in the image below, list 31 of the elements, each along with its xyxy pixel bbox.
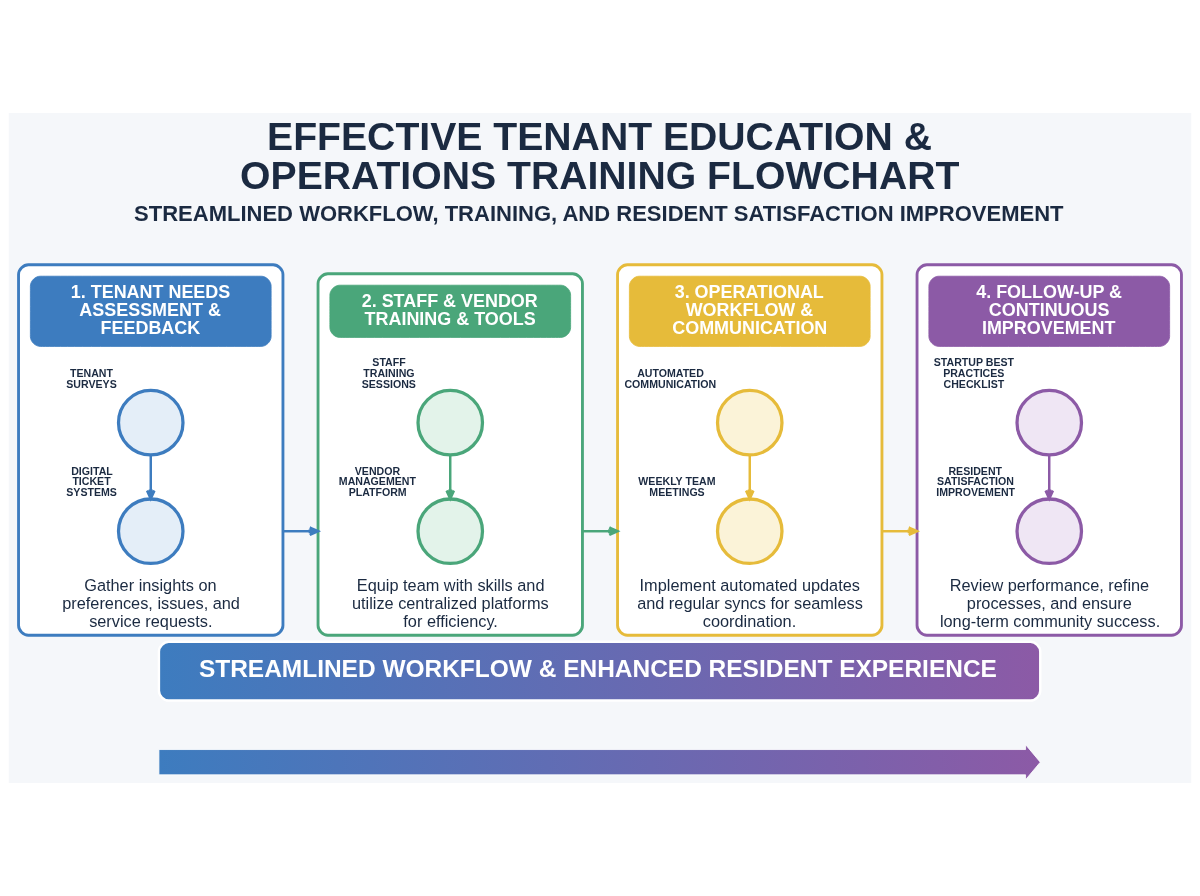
node-circle — [715, 497, 784, 566]
label: STREAMLINED WORKFLOW, TRAINING, AND RESIDENT SATISFACTION IMPROVEMENT — [134, 201, 1064, 227]
node-label: WEEKLY TEAM MEETINGS — [638, 475, 716, 499]
node-label: TENANT SURVEYS — [66, 366, 117, 390]
node-box: 2. STAFF & VENDOR TRAINING & TOOLS — [329, 284, 572, 338]
node-circle — [715, 388, 784, 457]
node-circle — [416, 497, 485, 566]
arrow — [145, 455, 156, 500]
node-box: 3. OPERATIONAL WORKFLOW & COMMUNICATION — [628, 275, 871, 347]
node-circle — [116, 388, 185, 457]
node-circle — [1015, 497, 1084, 566]
node-arrow — [158, 744, 1041, 781]
node-box: STREAMLINED WORKFLOW & ENHANCED RESIDENT EXPERIENCE — [157, 640, 1042, 702]
node-label: STAFF TRAINING SESSIONS — [361, 356, 416, 390]
arrow — [881, 526, 919, 537]
node-circle — [116, 497, 185, 566]
node-label: DIGITAL TICKET SYSTEMS — [66, 464, 117, 499]
node-label: VENDOR MANAGEMENT PLATFORM — [338, 464, 416, 499]
arrow — [445, 455, 456, 500]
arrow — [744, 455, 755, 500]
node-label: RESIDENT SATISFACTION IMPROVEMENT — [936, 464, 1016, 499]
diagram-title: EFFECTIVE TENANT EDUCATION & OPERATIONS TRAINING FLOWCHART — [240, 115, 960, 198]
node-circle — [416, 388, 485, 457]
arrow — [582, 526, 619, 537]
node-circle — [1015, 388, 1084, 457]
node-box: 4. FOLLOW-UP & CONTINUOUS IMPROVEMENT — [928, 275, 1171, 347]
node-label: AUTOMATED COMMUNICATION — [624, 366, 717, 390]
node-label: STARTUP BEST PRACTICES CHECKLIST — [933, 356, 1015, 390]
arrow — [282, 526, 320, 537]
arrow — [1044, 455, 1055, 500]
node-box: 1. TENANT NEEDS ASSESSMENT & FEEDBACK — [29, 275, 272, 347]
